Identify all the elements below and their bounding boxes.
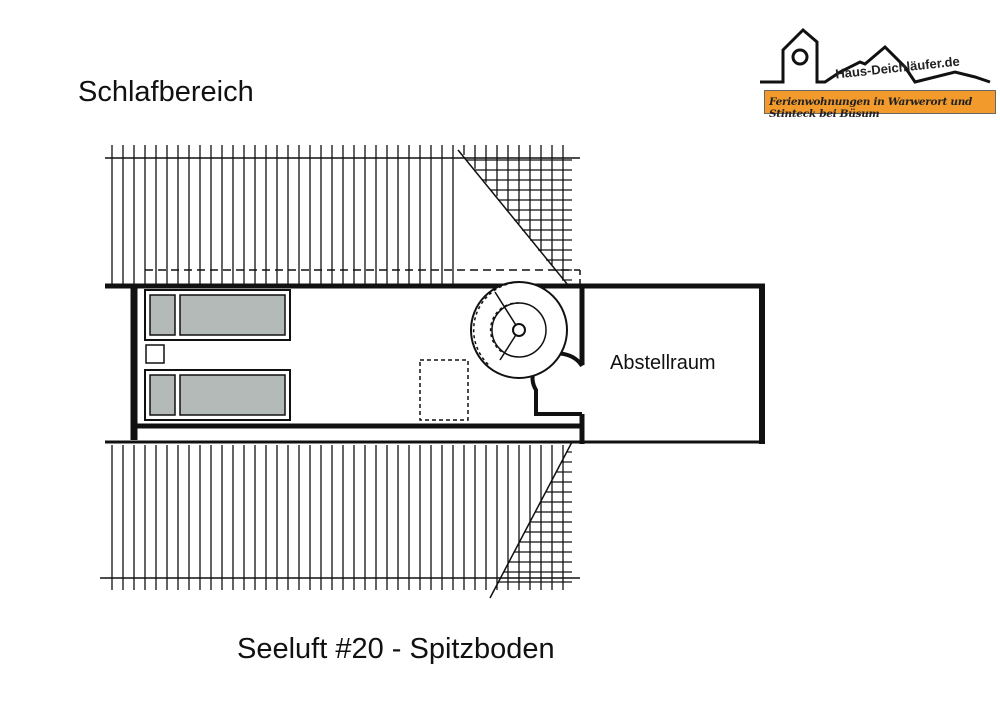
roof-hatch-opening xyxy=(419,359,469,421)
stair-dotted-arc xyxy=(472,281,520,367)
room-label-storage: Abstellraum xyxy=(610,352,716,374)
bed-pillow xyxy=(149,374,176,416)
stair-center-post xyxy=(512,323,526,337)
roof-diagonal-line xyxy=(489,441,573,599)
storage-floor xyxy=(583,286,763,444)
bed-mattress xyxy=(179,374,286,416)
bed-pillow xyxy=(149,294,176,336)
area-title: Schlafbereich xyxy=(78,76,254,108)
logo-tagline-bar: Ferienwohnungen in Warwerort und Stintec… xyxy=(764,90,996,120)
nightstand xyxy=(145,344,165,364)
logo-tagline: Ferienwohnungen in Warwerort und Stintec… xyxy=(769,96,973,120)
stair-dotted-arc xyxy=(489,302,520,353)
plan-caption: Seeluft #20 - Spitzboden xyxy=(237,633,555,665)
stair-step-line xyxy=(494,291,520,331)
logo: Haus-Deichläufer.de Ferienwohnungen in W… xyxy=(755,22,996,120)
house-logo-icon xyxy=(760,27,991,84)
bed-mattress xyxy=(179,294,286,336)
